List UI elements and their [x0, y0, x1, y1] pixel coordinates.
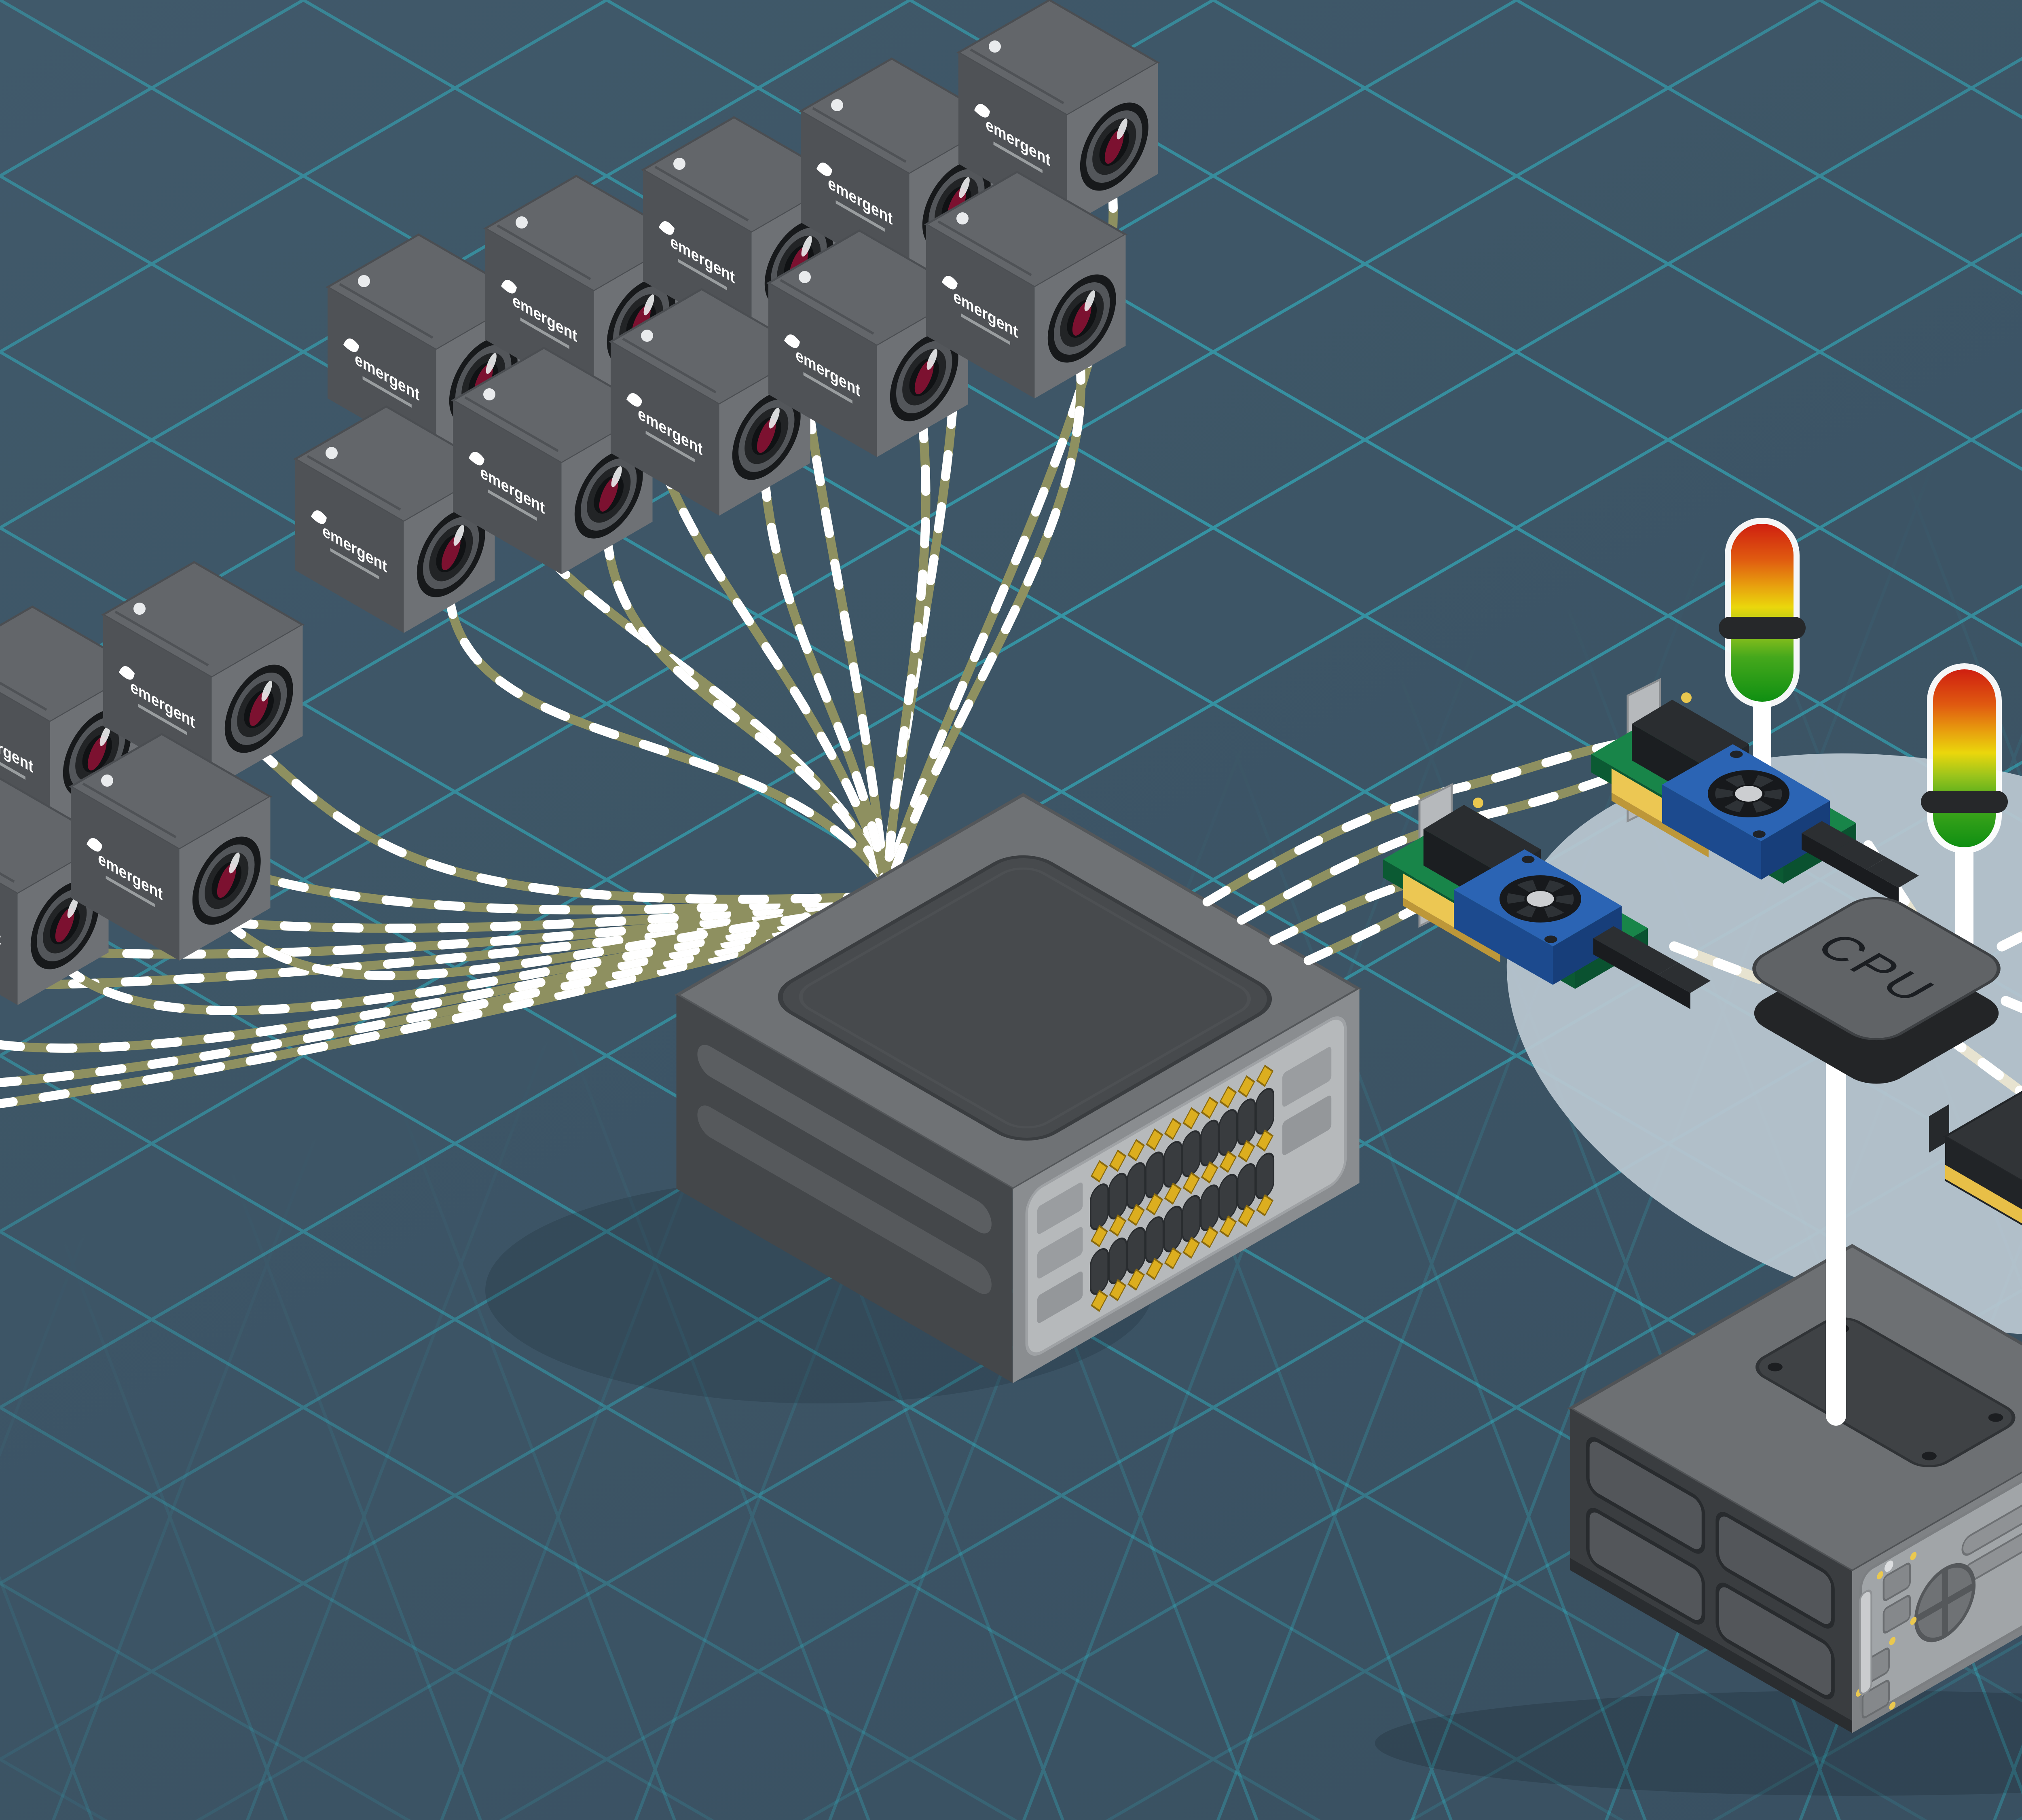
switch-port-panel	[1013, 989, 1360, 1383]
network-switch	[674, 793, 1362, 1383]
switch-top-panel	[778, 855, 1272, 1141]
server-handle	[1859, 1589, 1872, 1695]
server-drive-bays	[1570, 1408, 1853, 1733]
status-gauge-2	[1921, 663, 2008, 853]
server-chassis	[1375, 1244, 2022, 1796]
gauge-band	[1921, 791, 2008, 813]
gauge-band	[1719, 617, 1806, 639]
status-gauge-1	[1719, 518, 1806, 708]
cpu-chip: CPU	[1752, 897, 2001, 1084]
server-front-panel	[1852, 1408, 2022, 1733]
